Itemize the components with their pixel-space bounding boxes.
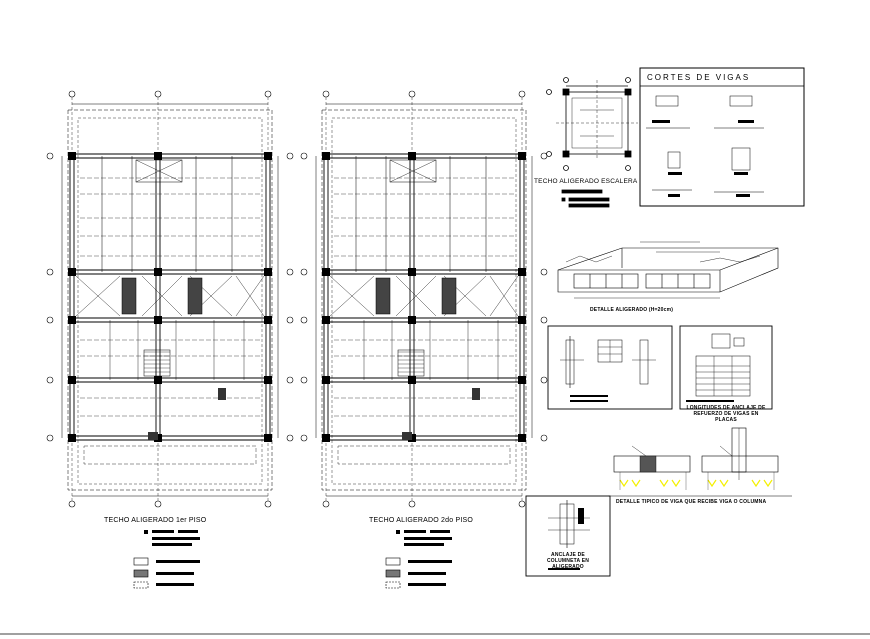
column-anchor-title: ANCLAJE DE COLUMNETA EN ALIGERADO [546,552,590,570]
stair-ceiling-plan [546,77,638,208]
plan-1-title: TECHO ALIGERADO 1er PISO [104,517,207,524]
legend-2do-piso [385,530,452,589]
beam-sections-box [639,67,805,207]
beam-detail-title: DETALLE TIPICO DE VIGA QUE RECIBE VIGA O… [616,499,767,505]
beam-receives-beam-detail [608,427,792,497]
plan-1er-piso [46,90,294,508]
anchorage-table-title: LONGITUDES DE ANCLAJE DE REFUERZO DE VIG… [686,405,766,423]
slab-detail-title: DETALLE ALIGERADO (H=20cm) [590,307,674,313]
beam-sections-title: CORTES DE VIGAS [647,73,751,82]
column-slab-anchor-detail [525,495,611,577]
column-detail-box [547,325,673,410]
plan-2do-piso [300,90,548,508]
anchorage-table-box [679,325,773,410]
slab-isometric-detail [557,241,779,299]
legend-1er-piso [133,530,200,589]
plan-2-title: TECHO ALIGERADO 2do PISO [369,517,473,524]
stair-plan-title: TECHO ALIGERADO ESCALERA [534,178,638,185]
